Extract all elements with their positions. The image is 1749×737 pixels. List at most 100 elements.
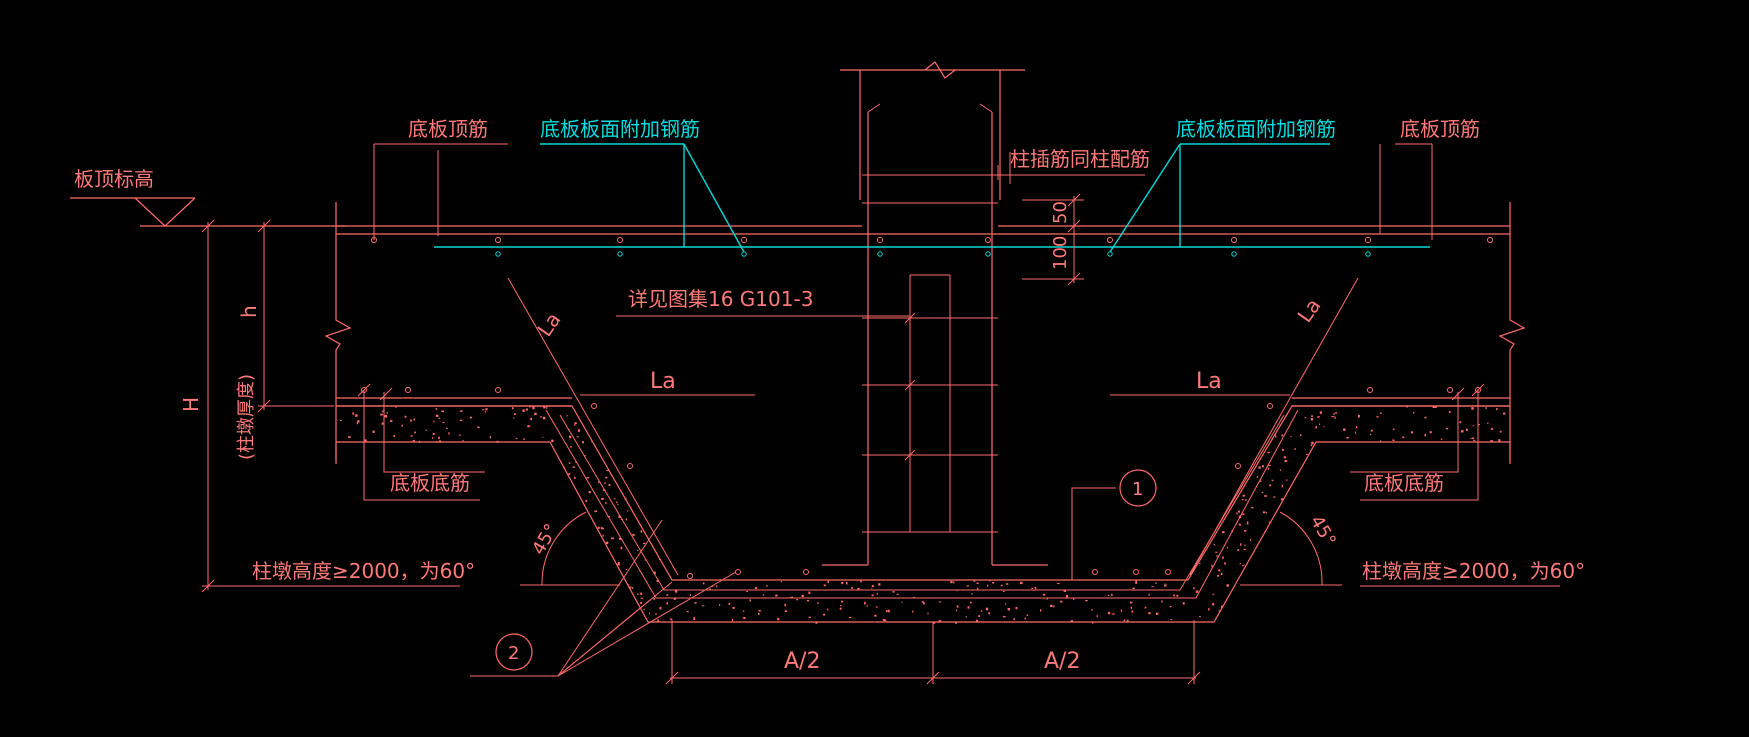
concrete-speck <box>1218 610 1221 612</box>
concrete-speck <box>1285 479 1288 481</box>
concrete-speck <box>956 605 959 608</box>
concrete-speck <box>1304 417 1307 419</box>
slab-bottom-rebar-left-label: 底板底筋 <box>390 471 470 495</box>
concrete-speck <box>1060 600 1063 603</box>
concrete-speck <box>913 596 915 599</box>
concrete-speck <box>841 582 844 585</box>
concrete-speck <box>757 612 760 615</box>
concrete-speck <box>640 530 643 533</box>
concrete-speck <box>1267 451 1270 454</box>
callout-2-label: 2 <box>508 643 519 664</box>
concrete-speck <box>989 580 991 582</box>
concrete-speck <box>1034 586 1037 590</box>
la-diag-left-label: La <box>532 308 565 341</box>
concrete-speck <box>1015 607 1018 610</box>
concrete-speck <box>709 588 711 591</box>
concrete-speck <box>401 424 403 427</box>
concrete-speck <box>1472 425 1475 427</box>
concrete-speck <box>441 410 444 412</box>
concrete-speck <box>477 426 480 429</box>
concrete-speck <box>1107 594 1110 596</box>
concrete-speck <box>1280 498 1283 501</box>
concrete-speck <box>404 415 407 418</box>
la-horiz-right-label: La <box>1196 369 1222 394</box>
concrete-speck <box>1005 603 1007 605</box>
concrete-speck <box>871 594 874 597</box>
concrete-speck <box>543 406 546 409</box>
concrete-speck <box>542 416 546 420</box>
concrete-speck <box>1156 612 1159 615</box>
concrete-speck <box>574 422 577 425</box>
concrete-speck <box>1461 430 1464 433</box>
concrete-speck <box>817 602 819 604</box>
concrete-speck <box>393 435 396 437</box>
concrete-speck <box>530 417 532 421</box>
concrete-speck <box>955 621 957 624</box>
concrete-speck <box>1026 614 1029 616</box>
concrete-speck <box>620 546 623 550</box>
concrete-speck <box>827 608 829 611</box>
concrete-speck <box>649 612 651 615</box>
concrete-speck <box>656 580 659 582</box>
concrete-speck <box>572 466 575 468</box>
concrete-speck <box>953 581 955 584</box>
concrete-speck <box>1311 441 1314 445</box>
concrete-speck <box>438 436 440 440</box>
concrete-speck <box>605 541 609 545</box>
half-a-left-label: A/2 <box>784 649 820 674</box>
concrete-speck <box>1046 598 1048 600</box>
concrete-speck <box>1199 563 1201 565</box>
concrete-speck <box>1246 522 1249 525</box>
concrete-speck <box>728 602 731 605</box>
concrete-speck <box>711 585 714 587</box>
concrete-speck <box>1370 433 1372 436</box>
concrete-speck <box>1040 609 1042 612</box>
concrete-speck <box>640 597 644 599</box>
concrete-speck <box>604 482 607 484</box>
concrete-speck <box>484 411 487 413</box>
extra-rebar-right-label: 底板板面附加钢筋 <box>1176 117 1336 141</box>
concrete-speck <box>608 483 611 486</box>
concrete-speck <box>815 621 818 624</box>
concrete-speck <box>594 510 597 513</box>
concrete-speck <box>542 436 544 438</box>
concrete-speck <box>1007 608 1010 611</box>
angle-right-label: 45° <box>1306 512 1340 550</box>
concrete-speck <box>871 587 873 589</box>
concrete-speck <box>1267 467 1270 470</box>
concrete-speck <box>605 502 607 504</box>
concrete-speck <box>1224 562 1226 565</box>
concrete-speck <box>892 591 895 593</box>
concrete-speck <box>637 549 639 551</box>
concrete-speck <box>1424 416 1427 419</box>
slab-top-rebar-left-label: 底板顶筋 <box>408 117 488 141</box>
dim-50-label: 50 <box>1050 201 1071 224</box>
concrete-speck <box>875 606 878 608</box>
concrete-speck <box>1130 606 1132 609</box>
concrete-speck <box>1135 581 1137 584</box>
slab-top-elevation-label: 板顶标高 <box>74 167 154 191</box>
concrete-speck <box>414 431 416 434</box>
concrete-speck <box>435 414 439 417</box>
concrete-speck <box>601 497 604 500</box>
concrete-speck <box>340 420 342 422</box>
concrete-speck <box>973 580 976 582</box>
concrete-speck <box>876 593 878 595</box>
concrete-speck <box>458 434 461 436</box>
concrete-speck <box>716 585 718 588</box>
dimension-cover <box>1022 193 1084 286</box>
concrete-speck <box>956 609 958 612</box>
concrete-speck <box>1096 615 1098 617</box>
concrete-speck <box>511 407 514 410</box>
concrete-speck <box>666 594 669 596</box>
concrete-speck <box>640 601 642 605</box>
concrete-speck <box>568 429 570 431</box>
concrete-speck <box>808 616 811 618</box>
concrete-speck <box>1195 590 1199 593</box>
concrete-speck <box>618 515 621 518</box>
concrete-speck <box>966 585 969 587</box>
concrete-speck <box>1448 411 1451 414</box>
concrete-speck <box>950 580 953 584</box>
concrete-speck <box>600 527 604 530</box>
concrete-speck <box>840 604 842 607</box>
